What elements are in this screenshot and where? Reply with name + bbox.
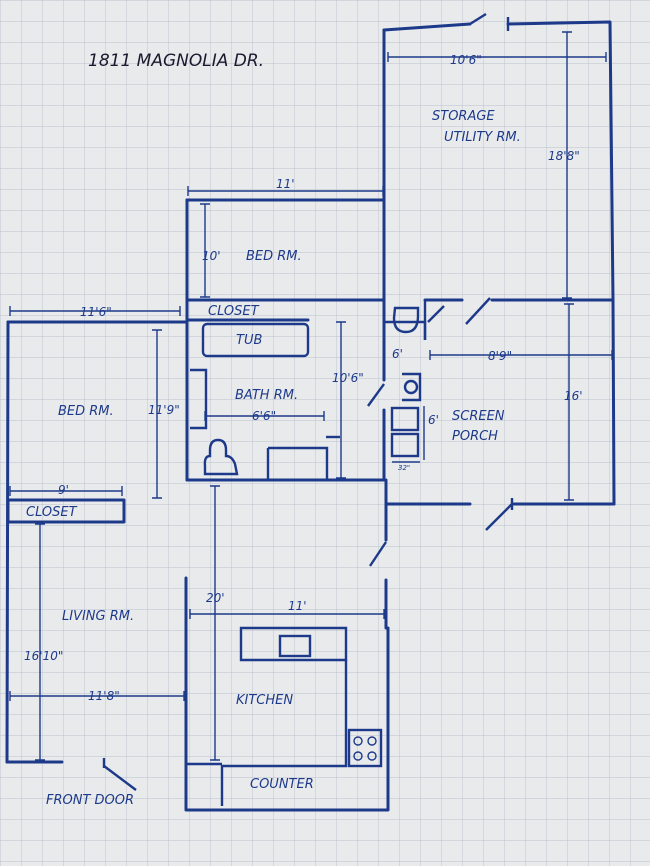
bathtub (201, 322, 310, 358)
dim-bedroom-left-depth: 11'9" (148, 403, 180, 417)
label-closet-top: CLOSET (208, 304, 260, 319)
dim-bath-width: 6'6" (252, 409, 276, 423)
label-porch: PORCH (452, 429, 498, 444)
bedroom-top (185, 186, 386, 322)
storage-door-swing (469, 12, 487, 26)
label-screen: SCREEN (452, 409, 505, 424)
hall-toilet (392, 306, 420, 334)
dim-porch-width: 8'9" (488, 349, 512, 363)
screen-porch (384, 298, 616, 531)
label-living: LIVING RM. (62, 609, 134, 624)
dim-closet-left-width: 9' (58, 483, 69, 497)
label-tub: TUB (236, 333, 262, 348)
dim-hall-20: 20' (206, 591, 225, 605)
bath-toilet (203, 438, 239, 476)
washer (390, 406, 420, 432)
dim-storage-depth: 18'8" (548, 149, 580, 163)
plan-title: 1811 MAGNOLIA DR. (88, 51, 264, 71)
label-bedroom-left: BED RM. (58, 404, 114, 419)
label-utility-room: UTILITY RM. (444, 130, 521, 145)
bath-vanity (266, 446, 329, 480)
label-bath: BATH RM. (235, 388, 298, 403)
hall-door-swing (465, 297, 491, 325)
porch-door-swing (485, 503, 513, 531)
dim-bedroom-top-width: 11' (276, 177, 295, 191)
kitchen (184, 576, 390, 812)
dryer (390, 432, 420, 458)
dim-hall-6-a: 6' (392, 347, 403, 361)
label-bedroom-top: BED RM. (246, 249, 302, 264)
label-closet-left: CLOSET (26, 505, 78, 520)
label-storage: STORAGE (432, 109, 495, 124)
dim-storage-width: 10'6" (450, 53, 482, 67)
dim-bedroom-top-depth: 10' (202, 249, 221, 263)
dim-kitchen-width: 11' (288, 599, 307, 613)
dim-porch-depth: 16' (564, 389, 583, 403)
label-kitchen: KITCHEN (236, 693, 293, 708)
label-counter: COUNTER (250, 777, 314, 792)
front-door-swing (103, 765, 137, 791)
dim-bedroom-left-width: 11'6" (80, 305, 112, 319)
dim-small-32: 32" (398, 464, 410, 472)
living-room (5, 478, 388, 791)
label-front-door: FRONT DOOR (46, 793, 134, 808)
dim-hall-6-b: 6' (428, 413, 439, 427)
kitchen-sink (278, 634, 312, 658)
closet-left (6, 498, 126, 524)
bedroom-left (5, 306, 189, 764)
stove (347, 728, 383, 768)
dim-living-width: 11'8" (88, 689, 120, 703)
dim-bath-depth: 10'6" (332, 371, 364, 385)
storage-utility-room (382, 12, 615, 302)
dim-living-depth: 16'10" (24, 649, 63, 663)
bathroom (185, 298, 386, 482)
